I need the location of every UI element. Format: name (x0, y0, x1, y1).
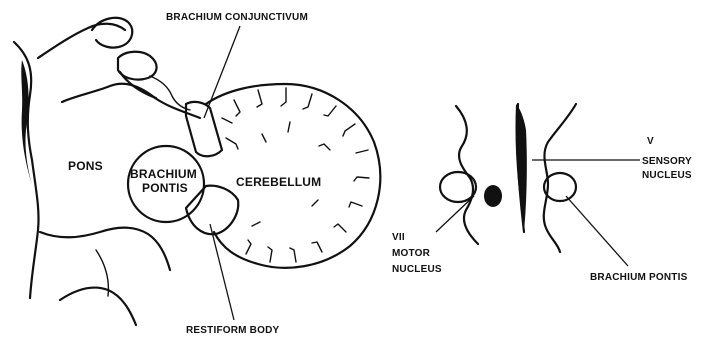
leader-restiform-body (210, 224, 234, 320)
label-pons: PONS (68, 159, 103, 173)
pons-bottom-contour (40, 228, 170, 270)
brachium-conjunctivum-shape (186, 102, 222, 156)
vii-motor-nucleus-shape (440, 172, 476, 202)
black-nucleus (484, 185, 502, 207)
label-brachium-pontis-1: BRACHIUM (130, 167, 197, 181)
label-brachium-pontis-right: BRACHIUM PONTIS (590, 272, 688, 283)
label-cerebellum: CEREBELLUM (236, 175, 321, 189)
label-restiform-body: RESTIFORM BODY (186, 325, 279, 336)
lateral-view: BRACHIUM CONJUNCTIVUM PONS BRACHIUM PONT… (14, 12, 380, 336)
medulla-contour (60, 288, 136, 325)
pons-top-contour (62, 84, 200, 118)
label-v-sensory-2: SENSORY (642, 156, 692, 167)
trochlear-nerve (150, 76, 190, 110)
label-brachium-conjunctivum: BRACHIUM CONJUNCTIVUM (166, 12, 308, 23)
leader-brachium-pontis-right (566, 196, 628, 266)
cross-section-view: V SENSORY NUCLEUS VII MOTOR NUCLEUS BRAC… (392, 104, 692, 283)
label-v-sensory-3: NUCLEUS (642, 170, 692, 181)
label-vii-motor-3: NUCLEUS (392, 264, 442, 275)
leader-brachium-conjunctivum (204, 26, 240, 118)
colliculus-1 (92, 18, 132, 48)
label-v-sensory-1: V (647, 136, 654, 147)
label-vii-motor-1: VII (392, 232, 405, 243)
label-vii-motor-2: MOTOR (392, 248, 431, 259)
pons-upper-contour (38, 24, 125, 58)
label-brachium-pontis-2: PONTIS (142, 181, 188, 195)
